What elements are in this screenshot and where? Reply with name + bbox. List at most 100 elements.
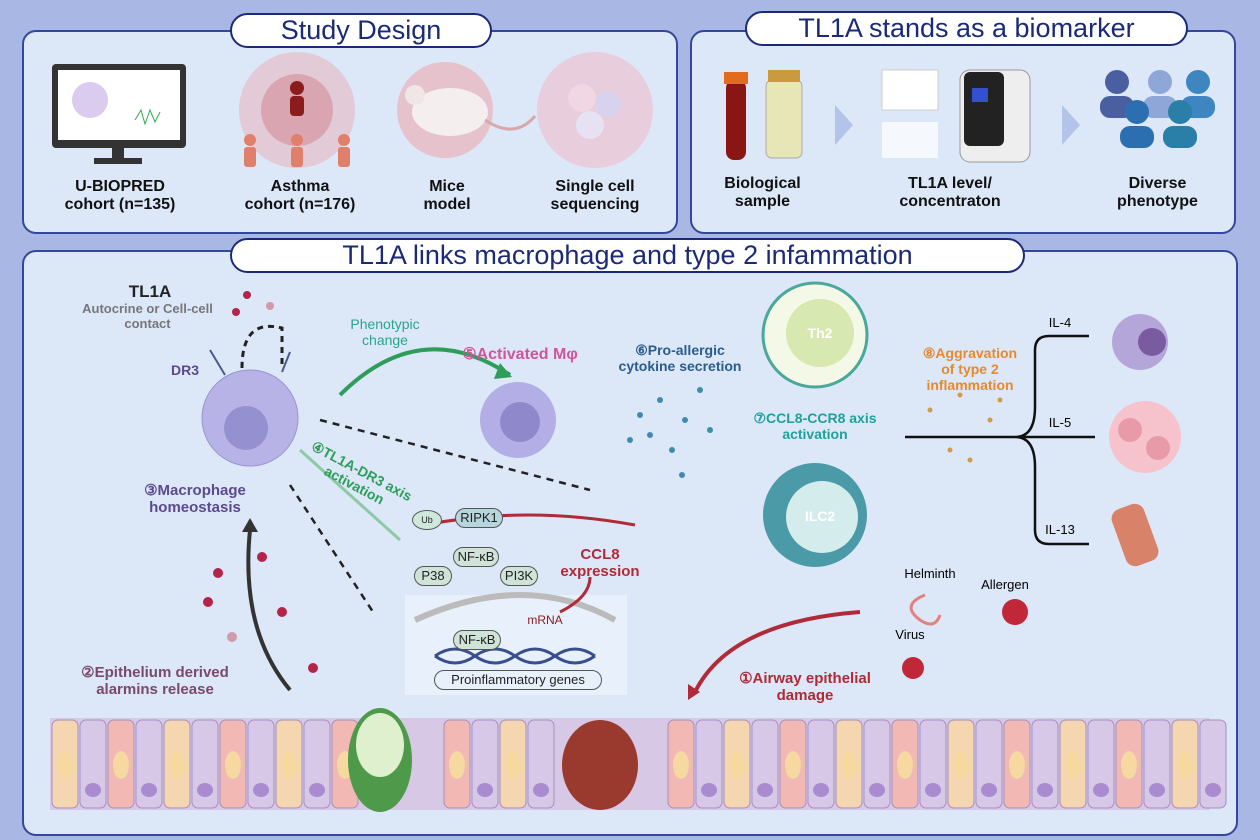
nfkb-box: NF-κB — [453, 547, 499, 567]
phenotypic-arrow — [338, 347, 512, 397]
label-line: Asthma — [270, 178, 330, 195]
cell-nucleus — [841, 751, 857, 779]
arrow-icon — [835, 105, 853, 145]
cell-nucleus — [449, 751, 465, 779]
cell-nucleus — [477, 783, 493, 797]
pi3k-box: PI3K — [500, 566, 538, 586]
macrophage-icon — [201, 325, 299, 467]
type2-dots — [927, 392, 1003, 463]
mast-cell-icon — [1109, 401, 1181, 473]
label-line: sequencing — [550, 196, 640, 214]
nfkb-nuclear-box: NF-κB — [453, 630, 501, 650]
epithelium-icon — [50, 708, 1227, 812]
label-line: cohort (n=176) — [244, 196, 356, 214]
tl1a-label: TL1A — [128, 282, 172, 301]
cell-nucleus — [813, 783, 829, 797]
th2-label: Th2 — [807, 325, 833, 341]
p38-box: P38 — [414, 566, 452, 586]
step5-label: ⑤Activated Mφ — [462, 346, 578, 363]
label-line: U-BIOPRED — [75, 178, 165, 195]
cell-nucleus — [1177, 751, 1193, 779]
allergen-label: Allergen — [981, 577, 1029, 592]
dr3-label: DR3 — [170, 362, 199, 378]
alarmin-dots — [203, 552, 318, 673]
cell-nucleus — [1149, 783, 1165, 797]
arrow-icon — [1062, 105, 1080, 145]
mechanism-title: TL1A links macrophage and type 2 infamma… — [230, 238, 1025, 273]
cell-nucleus — [57, 751, 73, 779]
cell-nucleus — [953, 751, 969, 779]
step2-label: ②Epithelium derived alarmins release — [81, 664, 229, 699]
th2-cell-icon — [761, 281, 869, 389]
cell-nucleus — [253, 783, 269, 797]
cell-nucleus — [505, 751, 521, 779]
label-line: Biological — [724, 175, 801, 192]
cell-nucleus — [1037, 783, 1053, 797]
label-line: Mice — [429, 178, 465, 195]
cell-nucleus — [169, 751, 185, 779]
cell-nucleus — [1065, 751, 1081, 779]
label-line: sample — [734, 193, 791, 211]
alarmin-arrow — [246, 529, 292, 692]
genes-box: Proinflammatory genes — [434, 670, 602, 690]
cell-nucleus — [673, 751, 689, 779]
eosinophil-icon — [1112, 314, 1168, 370]
label-line: TL1A level/ — [908, 175, 992, 192]
cell-nucleus — [85, 783, 101, 797]
cell-nucleus — [701, 783, 717, 797]
cell-nucleus — [869, 783, 885, 797]
cell-nucleus — [113, 751, 129, 779]
cell-nucleus — [897, 751, 913, 779]
label-line: Diverse — [1128, 175, 1187, 192]
label-line: model — [423, 196, 471, 214]
biomarker-title: TL1A stands as a biomarker — [745, 11, 1188, 46]
step7-label: ⑦CCL8-CCR8 axis activation — [753, 410, 877, 443]
cell-nucleus — [1009, 751, 1025, 779]
sample-tube-icon — [724, 70, 803, 160]
il13-label: IL-13 — [1045, 522, 1075, 537]
damage-arrow — [693, 610, 861, 693]
helminth-icon — [909, 593, 942, 626]
activated-macrophage-icon — [480, 382, 556, 458]
cell-nucleus — [197, 783, 213, 797]
ilc2-label: ILC2 — [804, 508, 836, 524]
cell-nucleus — [309, 783, 325, 797]
item-label: TL1A level/concentraton — [875, 175, 1025, 212]
label-line: cohort (n=135) — [64, 196, 176, 214]
branch-arrows — [905, 334, 1095, 546]
tl1a-dot — [232, 291, 274, 316]
monitor-icon — [52, 64, 186, 164]
label-line: Single cell — [555, 178, 635, 195]
ub-badge: Ub — [412, 510, 442, 530]
helminth-label: Helminth — [904, 566, 956, 581]
ilc2-cell-icon — [763, 463, 867, 567]
study-design-title: Study Design — [230, 13, 492, 48]
mrna-label: mRNA — [527, 613, 563, 627]
tl1a-sub-label: Autocrine or Cell-cell contact — [82, 301, 213, 331]
step8-label: ⑧Aggravation of type 2 inflammation — [922, 345, 1018, 394]
cell-nucleus — [1205, 783, 1221, 797]
step3-label: ③Macrophage homeostasis — [144, 482, 246, 517]
cell-nucleus — [533, 783, 549, 797]
cells-icon — [537, 52, 653, 168]
mouse-icon — [397, 62, 537, 158]
cell-nucleus — [141, 783, 157, 797]
cell-nucleus — [729, 751, 745, 779]
il4-label: IL-4 — [1048, 315, 1072, 330]
cell-nucleus — [925, 783, 941, 797]
cell-nucleus — [225, 751, 241, 779]
ripk1-box: RIPK1 — [455, 508, 503, 528]
ccl8-label: CCL8 expression — [560, 546, 640, 581]
cell-nucleus — [281, 751, 297, 779]
virus-icon — [902, 657, 924, 679]
label-line: concentraton — [899, 193, 1001, 211]
people-group-icon — [1100, 70, 1215, 148]
cell-nucleus — [981, 783, 997, 797]
